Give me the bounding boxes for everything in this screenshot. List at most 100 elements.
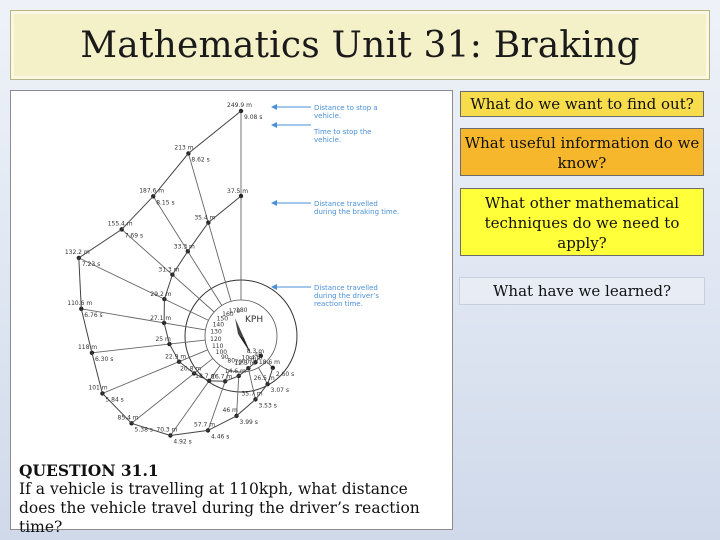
speed-tick-label: 110 — [212, 343, 224, 350]
stop-distance-curve — [78, 110, 274, 437]
stop-distance-label: 101 m — [88, 384, 107, 391]
stop-distance-label: 18.6 m — [259, 359, 280, 366]
reaction-distance-label: 12.5 m — [234, 360, 255, 367]
spoke-line — [78, 257, 209, 321]
speed-tick-label: 130 — [210, 329, 222, 336]
question-box: QUESTION 31.1 If a vehicle is travelling… — [19, 461, 449, 537]
stop-distance-label: 26.5 m — [254, 375, 275, 382]
step-useful-label: What useful information do we know? — [464, 134, 700, 172]
stop-time-label: 8.62 s — [191, 156, 209, 163]
spoke-line — [236, 371, 240, 416]
stop-distance-label: 57.7 m — [194, 421, 215, 428]
spoke-line — [131, 358, 214, 424]
reaction-distance-label: 29.2 m — [150, 291, 171, 298]
spoke-line — [91, 339, 206, 354]
stop-time-label: 9.08 s — [244, 114, 262, 121]
speed-tick-label: 120 — [210, 336, 222, 343]
stop-time-label: 6.76 s — [84, 312, 102, 319]
question-body: If a vehicle is travelling at 110kph, wh… — [19, 480, 420, 536]
reaction-distance-label: 25 m — [155, 336, 171, 343]
stop-distance-label: 46 m — [223, 407, 239, 414]
spoke-line — [170, 365, 221, 436]
step-learned-label: What have we learned? — [493, 282, 671, 300]
kph-label: KPH — [245, 315, 263, 325]
speed-tick-label: 140 — [213, 322, 225, 329]
stop-distance-label: 155.4 m — [108, 220, 133, 227]
diagram-panel: 249.9 m 9.08 s 37.5 m 180 213 m 8.62 s 35.4 m 1… — [10, 90, 453, 536]
speed-tick-label: 80 — [227, 358, 235, 365]
step-want-label: What do we want to find out? — [470, 95, 694, 113]
spoke-line — [102, 349, 208, 394]
spoke-line — [248, 370, 256, 400]
legend-arrowhead — [271, 104, 277, 110]
slide-title: Mathematics Unit 31: Braking — [80, 25, 640, 66]
speed-tick-label: 60 — [242, 358, 250, 365]
stop-time-label: 4.92 s — [173, 438, 191, 445]
title-bar: Mathematics Unit 31: Braking — [10, 10, 710, 80]
stop-time-label: 8.15 s — [156, 199, 174, 206]
stop-time-label: 6.30 s — [95, 356, 113, 363]
stop-time-label: 3.07 s — [271, 387, 289, 394]
speed-tick-label: 100 — [216, 349, 228, 356]
stop-distance-label: 110.6 m — [67, 300, 92, 307]
stop-distance-label: 118 m — [78, 344, 97, 351]
step-techniques-box: What other mathematical techniques do we… — [460, 188, 704, 256]
stop-distance-label: 132.2 m — [65, 249, 90, 256]
legend-label: during the driver’s — [314, 292, 379, 300]
speed-tick-label: 160 — [222, 311, 234, 318]
speed-tick-label: 90 — [221, 354, 229, 361]
speed-tick-label: 150 — [217, 316, 229, 323]
legend-label: Time to stop the — [313, 128, 371, 136]
speed-tick-label: 50 — [249, 356, 257, 363]
stop-distance-label: 70.3 m — [156, 426, 177, 433]
reaction-distance-label: 14.6 m — [225, 368, 246, 375]
reaction-distance-label: 33.3 m — [174, 243, 195, 250]
reaction-distance-label: 16.7 m — [211, 373, 232, 380]
spoke-line — [187, 153, 232, 302]
speed-tick-label: 70 — [235, 359, 243, 366]
braking-distance-diagram: 249.9 m 9.08 s 37.5 m 180 213 m 8.62 s 35.4 m 1… — [65, 102, 399, 445]
stop-distance-label: 85.4 m — [118, 414, 139, 421]
stop-distance-label: 213 m — [174, 144, 193, 151]
speed-tick-label: 40 — [254, 351, 262, 358]
reaction-distance-curve — [163, 195, 262, 382]
reaction-distance-label: 35.4 m — [194, 215, 215, 222]
stop-time-label: 7.23 s — [82, 261, 100, 268]
needle-south — [238, 334, 251, 354]
reaction-distance-label: 31.3 m — [158, 267, 179, 274]
legend-label: reaction time. — [314, 300, 363, 308]
stop-time-label: 5.84 s — [105, 396, 123, 403]
reaction-distance-label: 37.5 m — [227, 188, 248, 195]
spoke-line — [258, 367, 268, 385]
reaction-distance-label: 8.3 m — [247, 348, 264, 355]
legend-label: vehicle. — [314, 112, 341, 120]
reaction-distance-label: 27.1 m — [150, 315, 171, 322]
legend-label: Distance to stop a — [314, 104, 378, 112]
stop-distance-label: 187.6 m — [139, 187, 164, 194]
legend-arrowhead — [271, 200, 277, 206]
step-useful-box: What useful information do we know? — [460, 128, 704, 176]
spoke-line — [81, 308, 206, 331]
reaction-distance-label: 18.7 m — [195, 373, 216, 380]
legend-label: Distance travelled — [314, 284, 378, 292]
stop-time-label: 3.99 s — [240, 419, 258, 426]
stop-distance-label: 35.7 m — [241, 390, 262, 397]
speed-tick-label: 170 — [229, 308, 241, 315]
question-heading: QUESTION 31.1 — [19, 461, 159, 480]
stop-time-label: 5.38 s — [135, 426, 153, 433]
stop-time-label: 2.60 s — [276, 371, 294, 378]
step-learned-box: What have we learned? — [460, 278, 704, 304]
legend-label: during the braking time. — [314, 208, 399, 216]
spoke-line — [121, 229, 215, 313]
speed-tick-label: 180 — [236, 307, 248, 314]
legend-label: Distance travelled — [314, 200, 378, 208]
legend-label: vehicle. — [314, 136, 341, 144]
reaction-distance-label: 22.9 m — [165, 354, 186, 361]
stop-time-label: 7.69 s — [125, 232, 143, 239]
legend-arrowhead — [271, 284, 277, 290]
step-want-box: What do we want to find out? — [460, 91, 704, 117]
step-techniques-label: What other mathematical techniques do we… — [484, 194, 680, 252]
stop-distance-label: 249.9 m — [227, 102, 252, 109]
reaction-distance-label: 20.8 m — [180, 365, 201, 372]
needle-north — [235, 318, 244, 338]
